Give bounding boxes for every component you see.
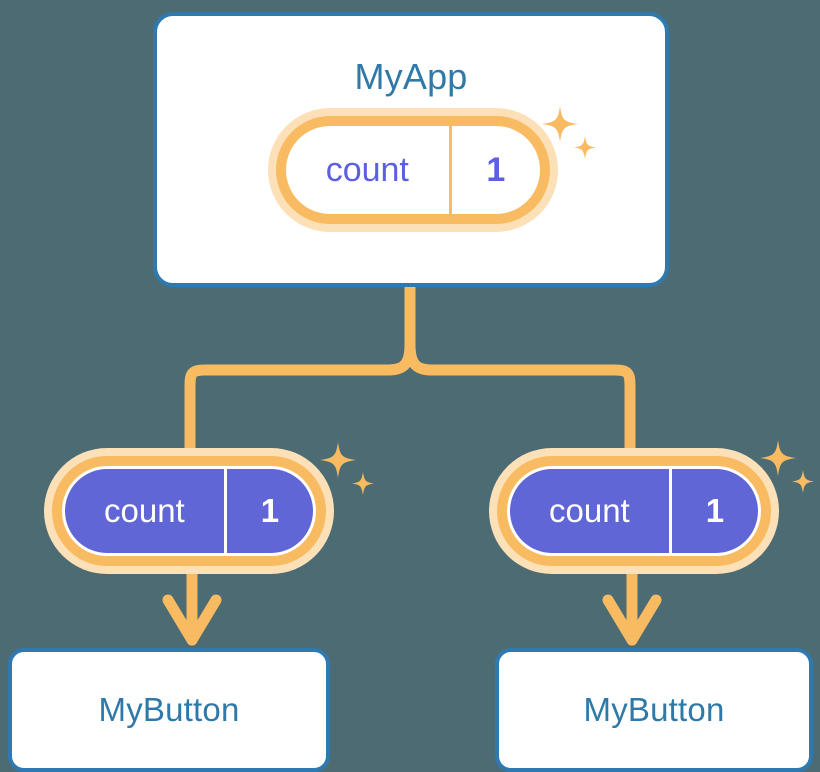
component-card-mybutton-right[interactable]: MyButton (495, 648, 813, 772)
pill-inner: count 1 (286, 126, 540, 214)
arrow-down-icon (602, 564, 662, 646)
state-key: count (325, 150, 409, 189)
state-key: count (104, 492, 185, 529)
state-pill-child-right[interactable]: count 1 (489, 448, 779, 574)
component-card-mybutton-left[interactable]: MyButton (8, 648, 330, 772)
state-pill-child-left[interactable]: count 1 (44, 448, 334, 574)
pill-inner: count 1 (62, 466, 316, 556)
state-value: 1 (223, 469, 313, 553)
state-key: count (549, 492, 630, 529)
state-value: 1 (668, 469, 758, 553)
state-pill-myapp[interactable]: count 1 (268, 108, 558, 232)
state-value: 1 (448, 126, 540, 214)
pill-inner: count 1 (507, 466, 761, 556)
arrow-down-icon (162, 564, 222, 646)
page-title: MyApp (354, 56, 468, 97)
branch-connector-icon (184, 281, 636, 466)
card-title: MyButton (98, 691, 240, 728)
card-title: MyButton (583, 691, 725, 728)
